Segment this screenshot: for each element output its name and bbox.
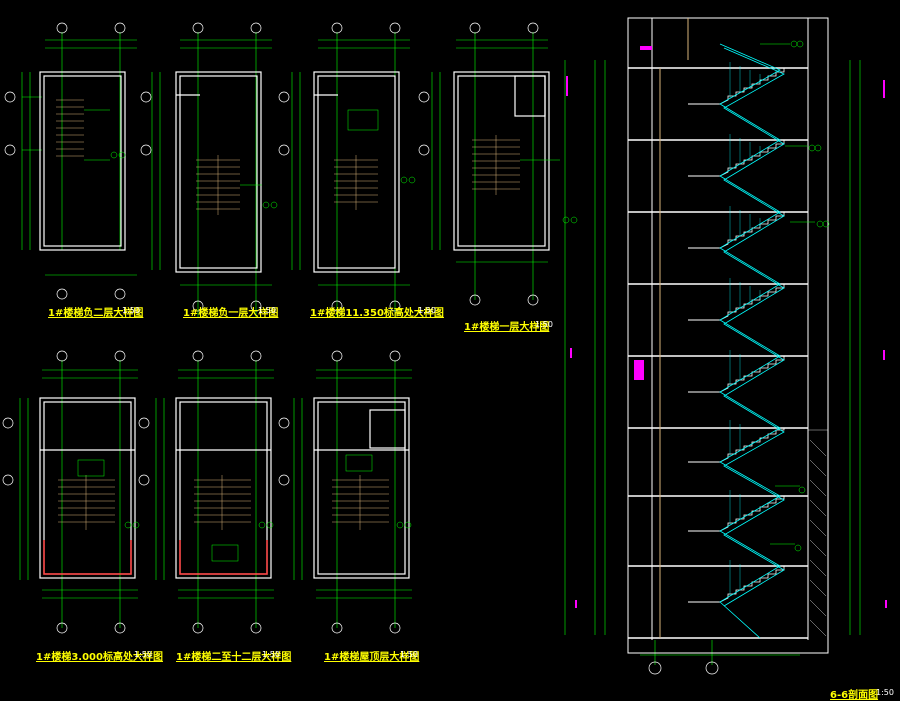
plan-2 <box>140 22 278 318</box>
elevation-marks <box>566 46 887 608</box>
ground-hatch <box>808 429 828 637</box>
plan-7-scale: 1:50 <box>400 650 418 659</box>
walls <box>39 71 126 251</box>
plan-1-title: 1#楼梯负二层大样图 <box>48 308 144 319</box>
section-dimension-lines <box>564 60 861 665</box>
plan-1 <box>4 22 137 300</box>
plan-2-scale: 1:50 <box>258 306 276 315</box>
plan-5-title: 1#楼梯3.000标高处大样图 <box>36 652 163 663</box>
plan-3-title: 1#楼梯11.350标高处大样图 <box>310 308 444 319</box>
rail-balusters <box>729 62 761 596</box>
annotations <box>84 109 126 161</box>
plan-3-scale: 1:50 <box>418 306 436 315</box>
columns <box>659 18 689 638</box>
section-annotations <box>760 40 830 552</box>
plan-6-title: 1#楼梯二至十二层大样图 <box>176 652 292 663</box>
dimension-lines <box>21 32 137 276</box>
section-scale: 1:50 <box>876 688 894 697</box>
plan-4 <box>418 22 578 306</box>
handrails <box>719 43 785 639</box>
section-title: 6-6剖面图 <box>830 690 879 701</box>
section-6-6 <box>564 17 887 675</box>
section-outline <box>627 17 829 654</box>
plan-7-title: 1#楼梯屋顶层大样图 <box>324 652 420 663</box>
plan-5-scale: 1:50 <box>134 650 152 659</box>
plan-2-title: 1#楼梯负一层大样图 <box>183 308 279 319</box>
axis-bubbles <box>4 22 126 300</box>
plan-3 <box>278 22 416 318</box>
plan-6-scale: 1:50 <box>262 650 280 659</box>
plan-1-scale: 1:50 <box>122 306 140 315</box>
plan-7 <box>278 350 412 634</box>
plan-5 <box>2 350 140 634</box>
plan-6 <box>138 350 274 634</box>
stair-flights <box>56 99 84 157</box>
plan-4-scale: 1:50 <box>535 320 553 329</box>
section-axis-bubbles <box>648 661 719 675</box>
landings <box>688 103 720 603</box>
plan-4-title: 1#楼梯一层大样图 <box>464 322 550 333</box>
